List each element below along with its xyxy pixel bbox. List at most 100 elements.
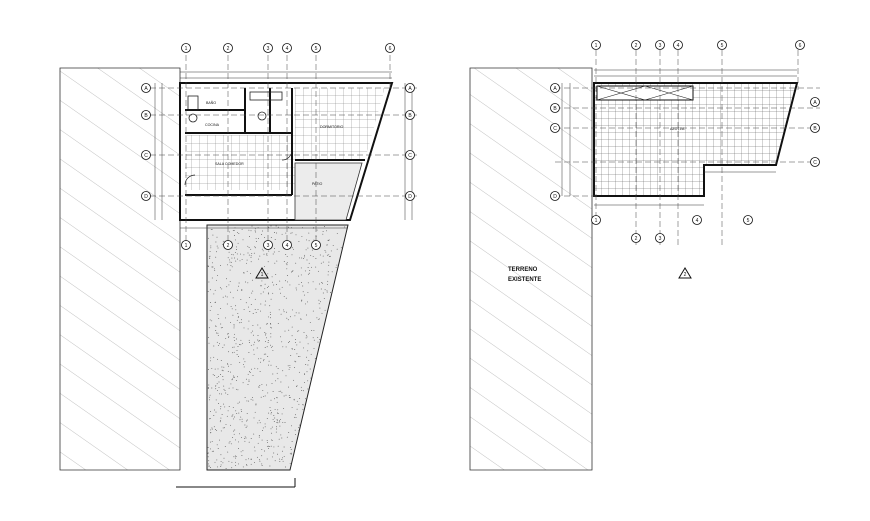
left-inner-patio: [294, 162, 363, 221]
door-swing: [281, 149, 293, 161]
axis-bubble-label: 3: [267, 243, 270, 249]
axis-bubble-label: A: [813, 100, 817, 106]
axis-bubble: [141, 83, 151, 93]
axis-bubble-label: 2: [227, 46, 230, 52]
axis-bubble: [181, 240, 191, 250]
axis-bubble-label: B: [144, 113, 148, 119]
left-interior-walls: [185, 88, 365, 196]
axis-bubble-label: 2: [635, 236, 638, 242]
axis-bubble: [223, 43, 233, 53]
axis-bubble: [795, 40, 805, 50]
axis-bubble-label: 1: [185, 243, 188, 249]
axis-bubble: [655, 233, 665, 243]
svg-text:1: 1: [261, 272, 264, 278]
right-hatched-lot: [469, 67, 593, 471]
axis-bubble: [655, 40, 665, 50]
axis-bubble: [591, 215, 601, 225]
axis-bubble: [550, 83, 560, 93]
axis-bubble-label: 4: [696, 218, 699, 224]
axis-bubble: [810, 123, 820, 133]
axis-bubble-label: 3: [659, 236, 662, 242]
axis-bubble-label: A: [553, 86, 557, 92]
axis-bubble-label: D: [553, 194, 557, 200]
right-axis-left: A B C D: [550, 83, 560, 201]
axis-bubble-label: 1: [595, 43, 598, 49]
axis-bubble-label: D: [408, 194, 412, 200]
room-label-bath: BAÑO: [206, 100, 216, 105]
axis-bubble-label: 6: [389, 46, 392, 52]
left-dimension-lines: [154, 71, 413, 229]
axis-bubble: [385, 43, 395, 53]
axis-bubble-label: C: [408, 153, 412, 159]
axis-bubble-label: 4: [677, 43, 680, 49]
axis-bubble-label: B: [408, 113, 412, 119]
room-label-living: SALA COMEDOR: [215, 162, 244, 166]
axis-bubble: [282, 240, 292, 250]
sink-fixture: [257, 111, 267, 121]
right-axis-right: ABC: [810, 97, 820, 167]
axis-bubble: [631, 233, 641, 243]
level-marker: 2: [678, 267, 692, 279]
axis-bubble: [631, 40, 641, 50]
axis-bubble: [181, 43, 191, 53]
axis-bubble: [263, 43, 273, 53]
axis-bubble-label: 5: [747, 218, 750, 224]
existing-terrain-label-1: TERRENO: [508, 267, 538, 273]
axis-bubble-label: C: [144, 153, 148, 159]
left-tile-floor-main: [185, 135, 295, 190]
axis-bubble: [263, 240, 273, 250]
level-marker: 1: [255, 267, 269, 279]
axis-bubble-label: B: [553, 106, 557, 112]
axis-bubble: [591, 40, 601, 50]
kitchen-counter: [249, 91, 283, 101]
axis-bubble-label: 3: [659, 43, 662, 49]
room-label-patio: PATIO: [312, 182, 322, 186]
svg-text:2: 2: [684, 272, 687, 278]
axis-bubble-label: 2: [635, 43, 638, 49]
axis-bubble-label: 6: [799, 43, 802, 49]
left-grid-lines: [150, 55, 420, 250]
axis-bubble: [311, 43, 321, 53]
left-axis-right: A B C D: [405, 83, 415, 201]
existing-terrain-label-2: EXISTENTE: [508, 277, 541, 283]
roof-top-strip-x: [596, 85, 694, 101]
axis-bubble-label: A: [408, 86, 412, 92]
axis-bubble: [223, 240, 233, 250]
yard-stipple: [207, 225, 345, 470]
axis-bubble-label: A: [144, 86, 148, 92]
axis-bubble: [810, 157, 820, 167]
axis-bubble-label: C: [553, 126, 557, 132]
bathroom-fixture: [187, 95, 199, 111]
room-label-kitchen: COCINA: [205, 123, 220, 127]
toilet-fixture: [188, 113, 198, 123]
right-axis-bottom: 1 2 3 4 5: [591, 215, 753, 243]
axis-bubble: [717, 40, 727, 50]
axis-bubble-label: 1: [595, 218, 598, 224]
left-plan: BAÑO DORMITORIO COCINA SALA COMEDOR PATI…: [59, 43, 420, 488]
axis-bubble-label: B: [813, 126, 817, 132]
left-hatched-lot: [59, 67, 181, 471]
axis-bubble: [405, 83, 415, 93]
axis-bubble: [405, 150, 415, 160]
axis-bubble-label: 2: [227, 243, 230, 249]
axis-bubble-label: 3: [267, 46, 270, 52]
room-label-bedroom: DORMITORIO: [320, 125, 343, 129]
axis-bubble: [141, 150, 151, 160]
axis-bubble: [743, 215, 753, 225]
axis-bubble: [405, 191, 415, 201]
left-stippled-yard: [206, 224, 349, 471]
axis-bubble: [550, 103, 560, 113]
axis-bubble: [282, 43, 292, 53]
door-swing: [184, 174, 196, 186]
right-dimension-lines: [561, 69, 797, 206]
axis-bubble: [810, 97, 820, 107]
axis-bubble: [550, 123, 560, 133]
axis-bubble: [311, 240, 321, 250]
axis-bubble-label: 5: [315, 46, 318, 52]
left-tile-floor-right: [295, 88, 385, 160]
axis-bubble-label: 5: [315, 243, 318, 249]
axis-bubble-label: 4: [286, 46, 289, 52]
